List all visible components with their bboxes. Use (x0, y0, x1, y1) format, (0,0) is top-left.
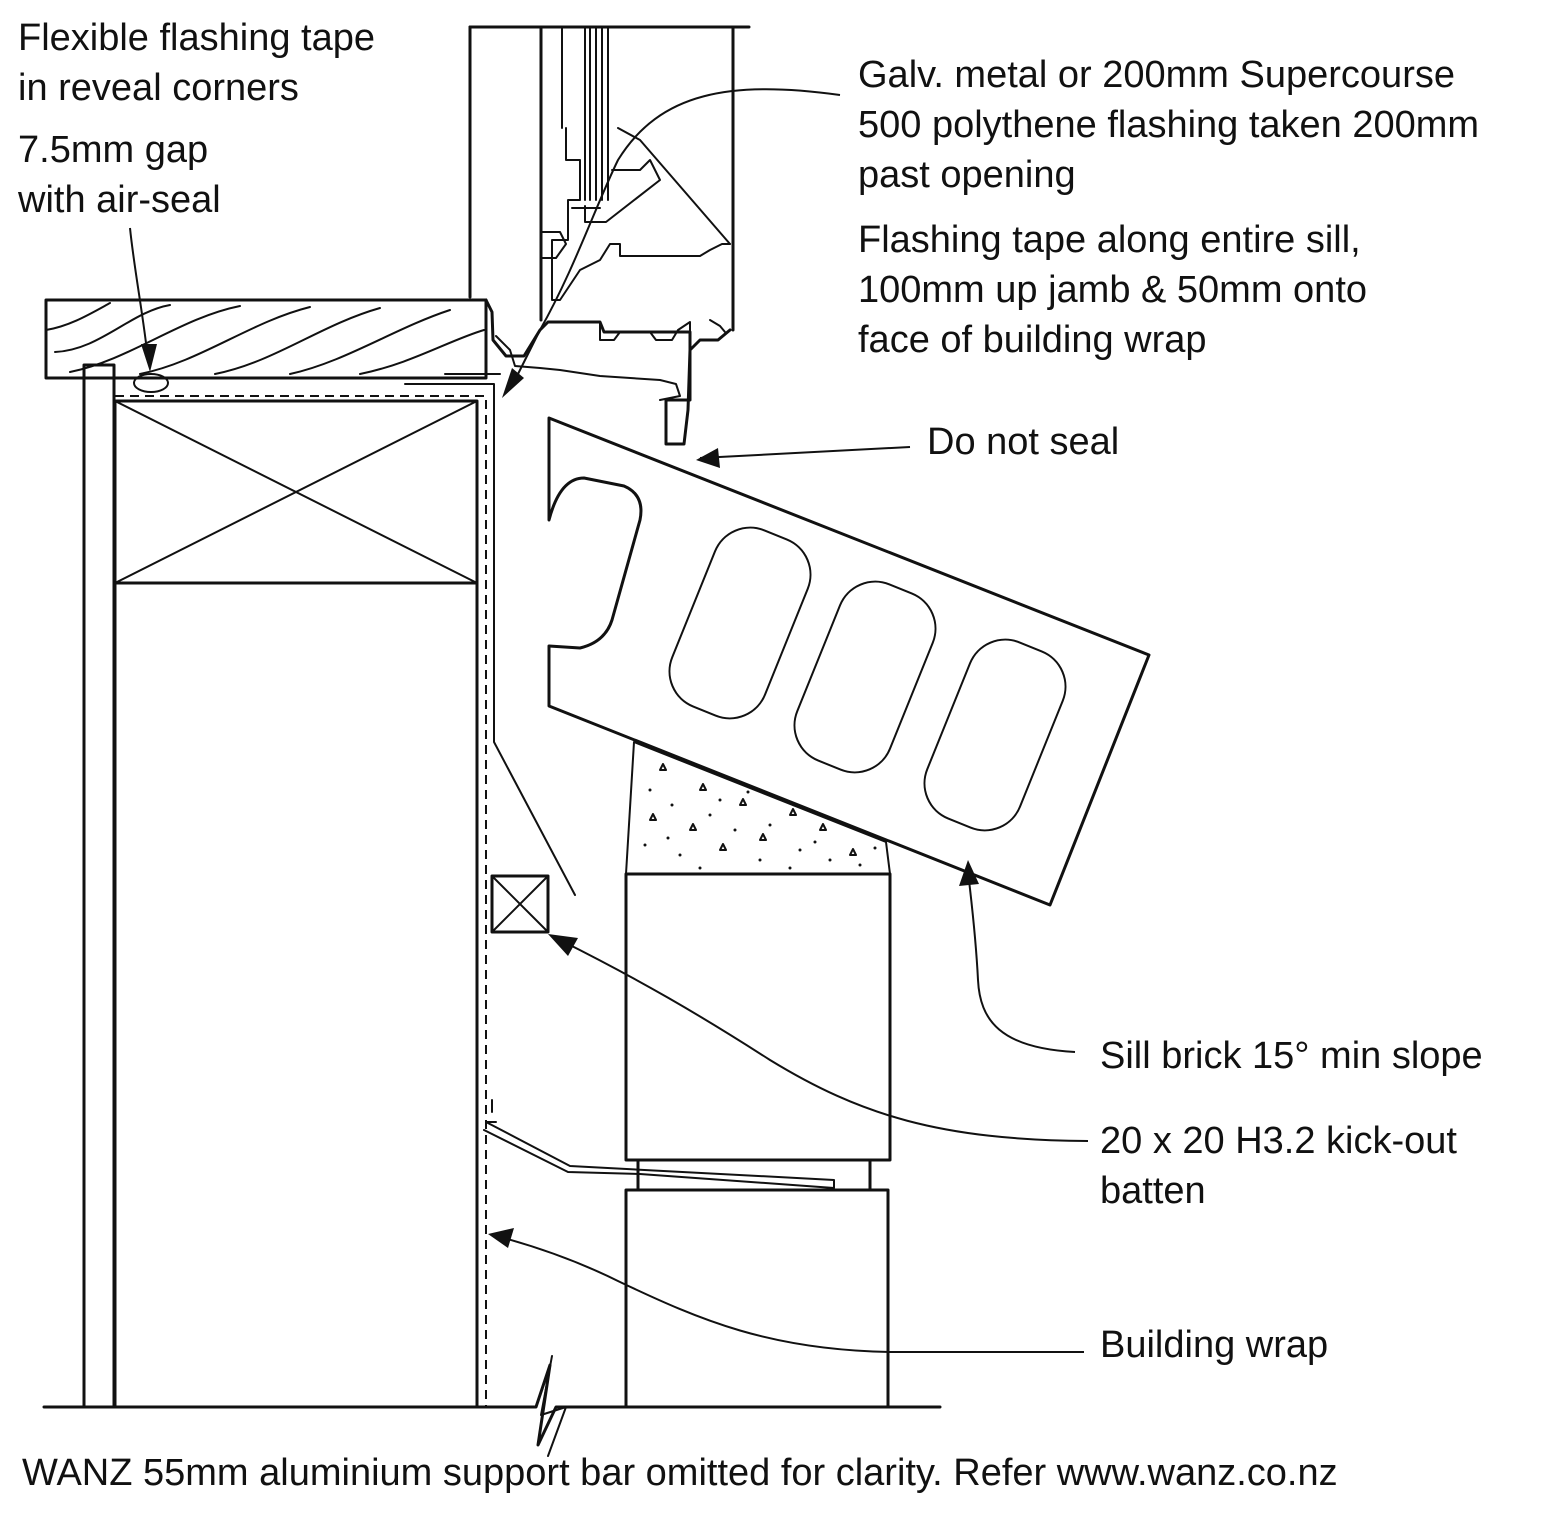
label-kick-out-batten-line-2: batten (1100, 1170, 1206, 1212)
wall-framing-stud (113, 581, 479, 1409)
leader-do-not-seal (696, 446, 911, 468)
label-galv-flashing: Galv. metal or 200mm Supercourse 500 pol… (858, 50, 1479, 200)
label-sill-brick: Sill brick 15° min slope (1100, 1035, 1483, 1077)
window-jamb-lines (468, 25, 751, 332)
label-gap-air-seal: 7.5mm gap with air-seal (18, 125, 221, 225)
label-flashing-tape-sill: Flashing tape along entire sill, 100mm u… (858, 215, 1367, 365)
leader-galv-flashing (502, 88, 841, 398)
sill-brick (547, 416, 1151, 907)
ground-break-line (42, 1355, 942, 1457)
aluminium-window-sill-profile (484, 127, 732, 446)
label-flashing-tape-sill-line-3: face of building wrap (858, 319, 1207, 361)
label-gap-air-seal-line-1: 7.5mm gap (18, 129, 209, 171)
label-galv-flashing-line-2: 500 polythene flashing taken 200mm (858, 104, 1480, 146)
label-kick-out-batten-line-1: 20 x 20 H3.2 kick-out (1100, 1120, 1457, 1162)
brick-veneer (624, 872, 892, 1409)
air-seal (133, 373, 169, 393)
label-flexible-flashing-tape-line-1: Flexible flashing tape (18, 17, 375, 59)
label-galv-flashing-line-1: Galv. metal or 200mm Supercourse (858, 54, 1455, 96)
leader-sill-brick (959, 860, 1076, 1053)
label-galv-flashing-line-3: past opening (858, 154, 1076, 196)
footnote: WANZ 55mm aluminium support bar omitted … (22, 1452, 1338, 1494)
label-flexible-flashing-tape: Flexible flashing tape in reveal corners (18, 13, 375, 113)
building-wrap-line (115, 395, 487, 1407)
mortar-bed (625, 741, 891, 875)
interior-wall-lining (82, 363, 116, 1409)
label-building-wrap: Building wrap (1100, 1324, 1329, 1366)
label-gap-air-seal-line-2: with air-seal (18, 179, 221, 221)
leader-kick-out-batten (548, 934, 1089, 1142)
leader-building-wrap (488, 1228, 1084, 1353)
leader-flexible-flashing-tape (129, 227, 157, 372)
label-flashing-tape-sill-line-2: 100mm up jamb & 50mm onto (858, 269, 1368, 311)
brick-tie (483, 1121, 835, 1189)
timber-reveal-board (44, 298, 488, 380)
label-kick-out-batten: 20 x 20 H3.2 kick-out batten (1100, 1116, 1457, 1216)
label-flashing-tape-sill-line-1: Flashing tape along entire sill, (858, 219, 1361, 261)
label-do-not-seal: Do not seal (927, 421, 1120, 463)
kick-out-batten (490, 874, 550, 934)
sill-trimmer (113, 399, 479, 585)
label-flexible-flashing-tape-line-2: in reveal corners (18, 67, 299, 109)
